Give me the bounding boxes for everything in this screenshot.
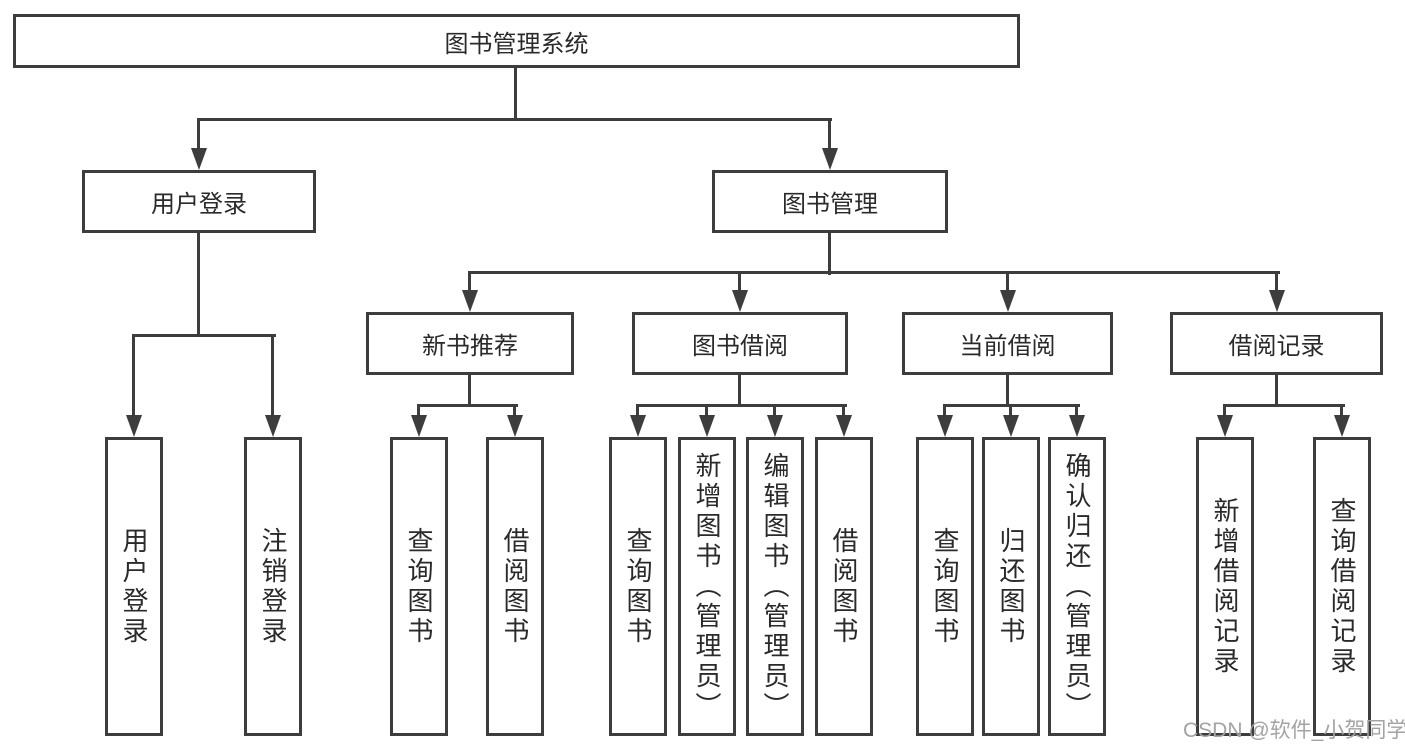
arrowhead-down [1069, 415, 1085, 437]
arrowhead-down [1217, 415, 1233, 437]
arrowhead-down [1334, 415, 1350, 437]
node-label: 借阅图书 [500, 526, 530, 647]
node-label: 查询图书 [623, 526, 653, 647]
leaf-user-login: 用户登录 [105, 437, 163, 736]
connector-line [197, 118, 200, 152]
connector-line [197, 118, 832, 121]
leaf-query-borrow-record: 查询借阅记录 [1313, 437, 1371, 736]
connector-line [1009, 404, 1012, 417]
connector-line [132, 334, 135, 417]
node-label: 查询借阅记录 [1327, 496, 1357, 677]
connector-line [1223, 404, 1226, 417]
node-book-management: 图书管理 [712, 170, 948, 233]
node-label: 借阅记录 [1228, 333, 1325, 360]
node-label: 查询图书 [930, 526, 960, 647]
connector-line [132, 334, 276, 337]
node-label: 归还图书 [996, 526, 1026, 647]
leaf-query-books-1: 查询图书 [390, 437, 448, 736]
connector-line [417, 404, 420, 417]
connector-line [271, 334, 274, 417]
arrowhead-down [462, 290, 478, 312]
node-book-borrowing: 图书借阅 [632, 312, 848, 375]
leaf-add-borrow-record: 新增借阅记录 [1196, 437, 1254, 736]
connector-line [468, 375, 471, 407]
arrowhead-down [411, 415, 427, 437]
leaf-confirm-return-admin: 确认归还（管理员） [1048, 437, 1106, 736]
arrowhead-down [732, 290, 748, 312]
connector-line [1075, 404, 1078, 417]
arrowhead-down [126, 415, 142, 437]
arrowhead-down [937, 415, 953, 437]
connector-line [514, 68, 517, 120]
arrowhead-down [630, 415, 646, 437]
connector-line [1275, 375, 1278, 407]
node-label: 图书管理系统 [444, 30, 589, 58]
connector-line [513, 404, 516, 417]
arrowhead-down [699, 415, 715, 437]
node-label: 图书借阅 [692, 333, 788, 360]
connector-line [468, 271, 1280, 274]
leaf-borrow-books-2: 借阅图书 [815, 437, 873, 736]
node-label: 图书管理 [782, 191, 878, 218]
arrowhead-down [1269, 290, 1285, 312]
node-current-borrowing: 当前借阅 [902, 312, 1113, 375]
node-label: 新增借阅记录 [1210, 496, 1240, 677]
node-label: 查询图书 [404, 526, 434, 647]
arrowhead-down [265, 415, 281, 437]
connector-line [943, 404, 946, 417]
arrowhead-down [1000, 290, 1016, 312]
node-new-book-recommend: 新书推荐 [366, 312, 574, 375]
leaf-edit-books-admin: 编辑图书（管理员） [746, 437, 804, 736]
node-label: 当前借阅 [959, 333, 1056, 360]
node-root-library-system: 图书管理系统 [13, 14, 1020, 68]
node-label: 借阅图书 [829, 526, 859, 647]
leaf-return-books: 归还图书 [982, 437, 1040, 736]
connector-line [828, 233, 831, 275]
connector-line [468, 271, 471, 292]
leaf-borrow-books-1: 借阅图书 [486, 437, 544, 736]
node-user-login: 用户登录 [82, 170, 316, 233]
node-label: 用户登录 [151, 191, 247, 218]
arrowhead-down [836, 415, 852, 437]
connector-line [1006, 271, 1009, 292]
leaf-query-books-3: 查询图书 [916, 437, 974, 736]
connector-line [1223, 404, 1345, 407]
connector-line [738, 271, 741, 292]
node-label: 注销登录 [258, 526, 288, 647]
connector-line [636, 404, 639, 417]
csdn-watermark: CSDN @软件_小贺同学 [1183, 719, 1405, 742]
connector-line [1006, 375, 1009, 407]
connector-line [1340, 404, 1343, 417]
node-label: 新书推荐 [422, 333, 518, 360]
connector-line [842, 404, 845, 417]
node-borrowing-records: 借阅记录 [1170, 312, 1383, 375]
connector-line [1275, 271, 1278, 292]
leaf-add-books-admin: 新增图书（管理员） [678, 437, 736, 736]
connector-line [828, 118, 831, 152]
arrowhead-down [822, 148, 838, 170]
leaf-logout: 注销登录 [244, 437, 302, 736]
arrowhead-down [767, 415, 783, 437]
connector-line [705, 404, 708, 417]
node-label: 编辑图书（管理员） [760, 451, 790, 722]
node-label: 新增图书（管理员） [692, 451, 722, 722]
connector-line [636, 404, 847, 407]
node-label: 用户登录 [119, 526, 149, 647]
leaf-query-books-2: 查询图书 [609, 437, 667, 736]
node-label: 确认归还（管理员） [1062, 451, 1092, 722]
arrowhead-down [1003, 415, 1019, 437]
arrowhead-down [191, 148, 207, 170]
connector-line [738, 375, 741, 407]
arrowhead-down [507, 415, 523, 437]
connector-line [197, 233, 200, 337]
connector-line [773, 404, 776, 417]
connector-line [417, 404, 518, 407]
